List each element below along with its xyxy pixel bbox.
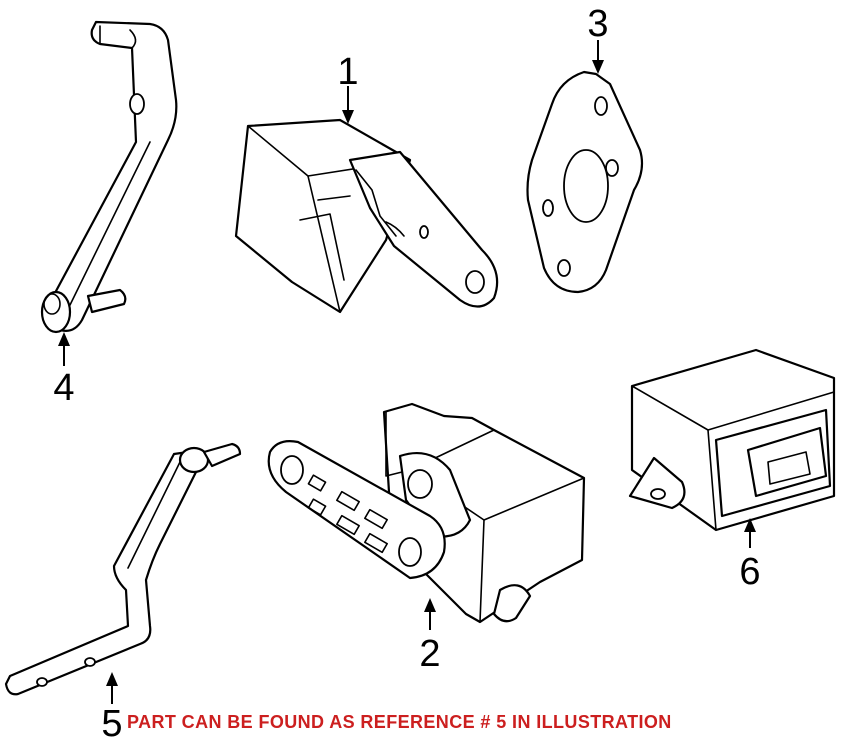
callout-label-6: 6 bbox=[739, 551, 760, 593]
part-3-gasket bbox=[526, 70, 644, 294]
reference-note: PART CAN BE FOUND AS REFERENCE # 5 IN IL… bbox=[127, 712, 672, 732]
part-2-level-sensor bbox=[267, 402, 586, 624]
callout-label-5: 5 bbox=[101, 703, 122, 740]
callout-2: 2 bbox=[419, 598, 441, 675]
part-6-control-module bbox=[628, 348, 836, 532]
part-1-level-sensor bbox=[234, 118, 499, 314]
callout-6: 6 bbox=[739, 518, 761, 593]
callout-5: 5 bbox=[101, 672, 123, 740]
callout-label-3: 3 bbox=[587, 3, 608, 45]
callout-4: 4 bbox=[53, 332, 75, 409]
callout-label-2: 2 bbox=[419, 633, 440, 675]
callout-label-1: 1 bbox=[337, 51, 358, 93]
part-4-sensor-link bbox=[40, 20, 178, 334]
part-5-sensor-link bbox=[4, 442, 242, 696]
callout-1: 1 bbox=[337, 51, 359, 124]
callout-3: 3 bbox=[587, 3, 609, 74]
callout-label-4: 4 bbox=[53, 367, 74, 409]
